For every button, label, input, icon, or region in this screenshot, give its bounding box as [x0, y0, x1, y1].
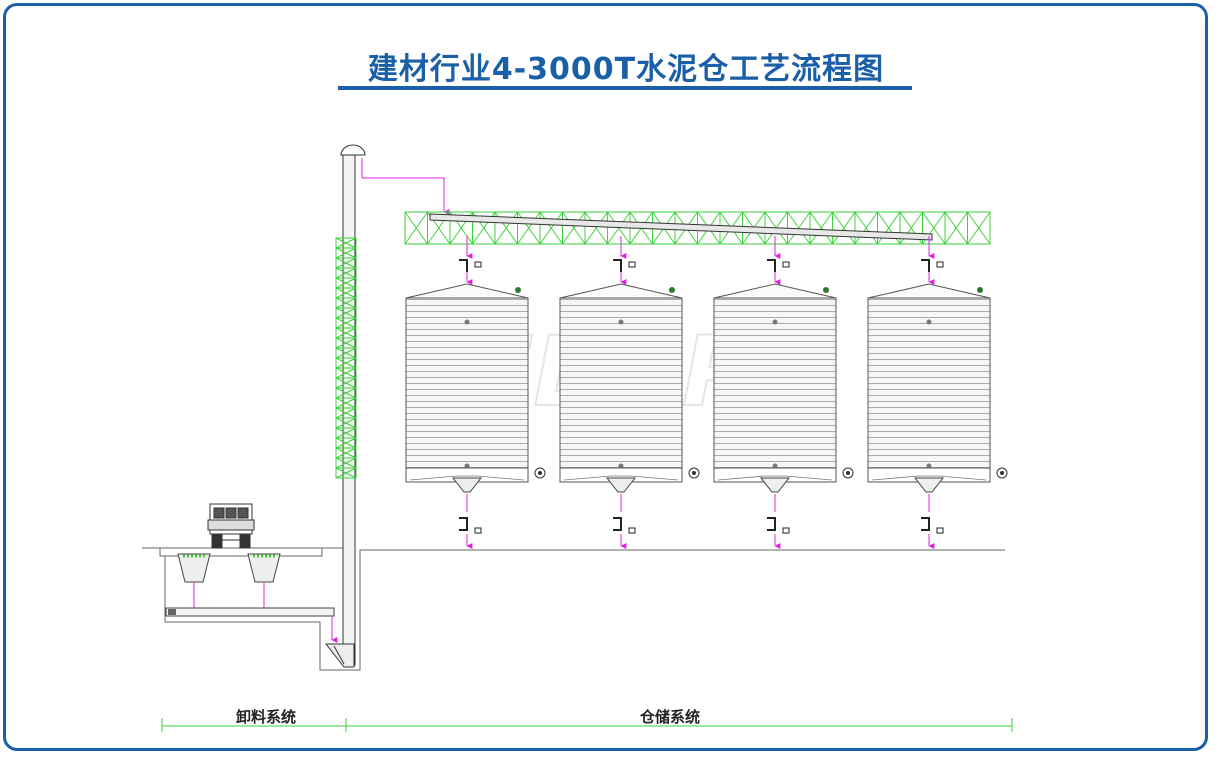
section-label-unloading: 卸料系统	[236, 708, 297, 726]
bottom-conveyor	[165, 607, 338, 643]
elevator-support-truss	[335, 237, 357, 479]
silo-2	[559, 236, 700, 549]
top-truss-gallery	[404, 211, 991, 245]
section-label-storage: 仓储系统	[640, 708, 701, 726]
silo-1	[405, 236, 546, 549]
top-screw-conveyor	[429, 213, 933, 241]
dimension-lines	[161, 718, 1013, 732]
title-underline	[338, 86, 912, 90]
flow-elevator-discharge	[361, 158, 450, 215]
diagram-title: 建材行业4-3000T水泥仓工艺流程图	[367, 52, 885, 87]
silo-group	[405, 236, 1008, 549]
unloading-hopper-right	[247, 553, 281, 583]
ground	[142, 547, 1005, 671]
bucket-elevator	[324, 144, 366, 668]
silo-3	[713, 236, 854, 549]
silo-4	[867, 236, 1008, 549]
tanker-truck	[207, 503, 255, 549]
unloading-hopper-left	[177, 553, 211, 583]
